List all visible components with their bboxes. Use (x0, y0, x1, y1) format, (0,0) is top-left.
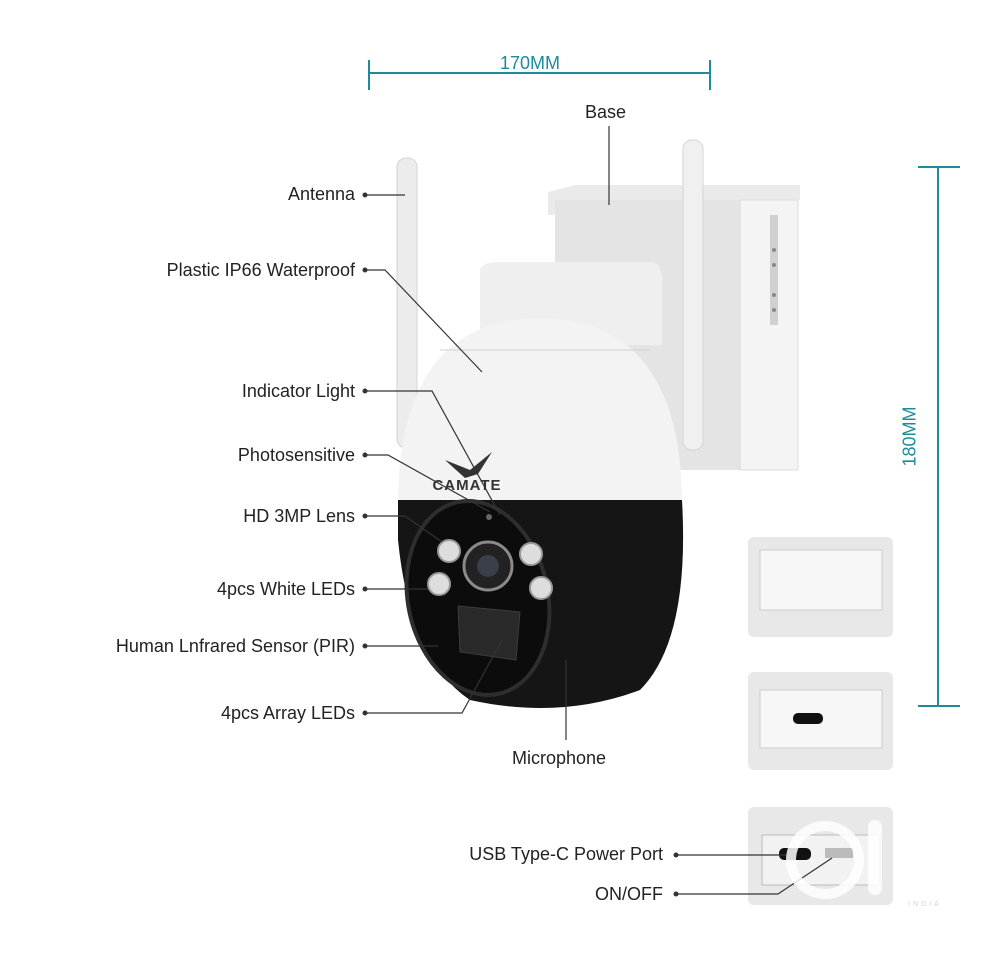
side-view-middle (748, 672, 893, 770)
eagle-logo-icon (445, 452, 492, 478)
callout-photosensitive: Photosensitive (237, 445, 355, 465)
callout-on-off: ON/OFF (595, 884, 663, 904)
callout-usb-port: USB Type-C Power Port (469, 844, 663, 864)
callout-array-leds: 4pcs Array LEDs (220, 703, 355, 723)
callout-lens: HD 3MP Lens (243, 506, 355, 526)
antenna-right (682, 139, 704, 451)
watermark-region: INDIA (908, 901, 942, 908)
callout-white-leds: 4pcs White LEDs (216, 579, 355, 599)
height-dimension-line (918, 166, 960, 707)
olx-watermark: INDIA (786, 820, 955, 908)
callout-pir-sensor: Human Lnfrared Sensor (PIR) (115, 636, 355, 656)
callout-antenna: Antenna (287, 184, 355, 204)
callout-dots (362, 192, 679, 897)
callout-base: Base (585, 102, 627, 122)
width-dimension-label: 170MM (500, 53, 561, 73)
camera-dome: CAMATE (398, 262, 684, 708)
height-dimension-label: 180MM (899, 406, 920, 467)
leader-lines (365, 126, 833, 895)
callout-microphone: Microphone (512, 748, 607, 768)
width-dimension-line (368, 60, 711, 90)
callout-indicator-light: Indicator Light (241, 381, 355, 401)
side-view-top (748, 537, 893, 637)
callout-housing: Plastic IP66 Waterproof (166, 260, 355, 280)
